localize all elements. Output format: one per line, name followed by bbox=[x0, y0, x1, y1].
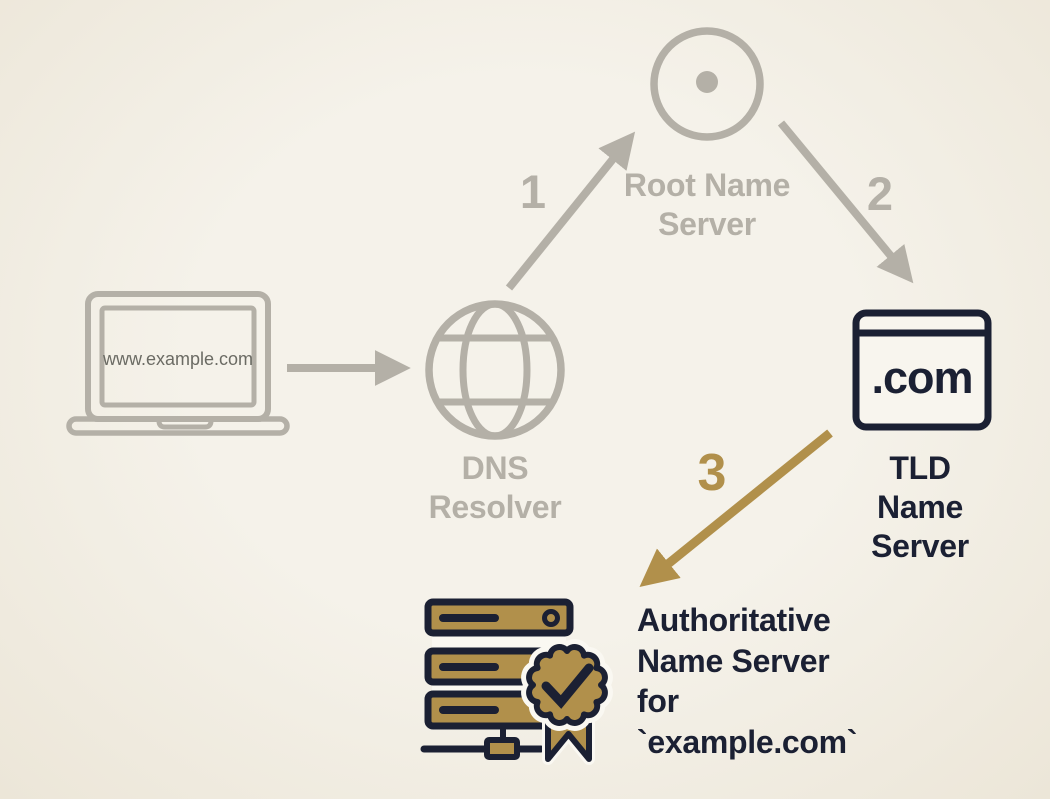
client-url-text: www.example.com bbox=[102, 349, 254, 369]
dns-resolver-label: DNS Resolver bbox=[428, 450, 562, 525]
checkmark-icon bbox=[541, 663, 594, 709]
step-1-arrow-icon bbox=[505, 131, 636, 291]
browser-window-icon bbox=[852, 309, 992, 431]
step-2-arrow-icon bbox=[777, 120, 914, 284]
tld-server-label: TLD Name Server bbox=[871, 450, 969, 564]
root-server-label: Root Name Server bbox=[623, 167, 791, 242]
step-2-label: 2 bbox=[866, 167, 894, 220]
laptop-icon bbox=[66, 291, 290, 436]
server-stack-certificate-icon bbox=[420, 598, 613, 765]
root-dot-circle-icon bbox=[650, 27, 764, 141]
step-3-label: 3 bbox=[697, 444, 727, 502]
step-1-label: 1 bbox=[519, 165, 547, 218]
step-3-arrow-icon bbox=[639, 429, 833, 588]
authoritative-server-label: Authoritative Name Server for `example.c… bbox=[637, 602, 858, 760]
globe-icon bbox=[425, 300, 565, 440]
tld-window-text: .com bbox=[871, 352, 973, 403]
